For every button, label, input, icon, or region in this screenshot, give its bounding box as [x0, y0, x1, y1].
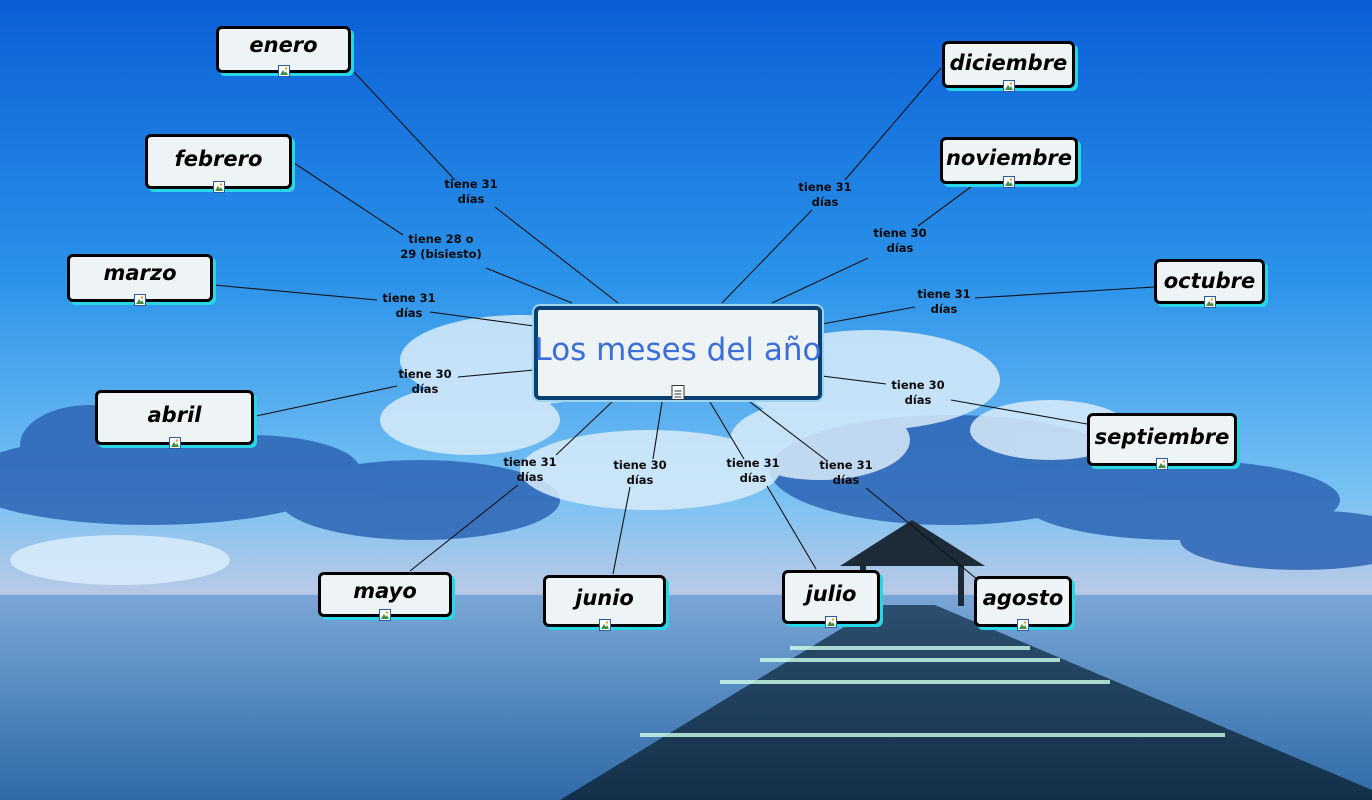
month-label: mayo — [353, 579, 417, 603]
month-node-marzo[interactable]: marzo — [67, 254, 213, 306]
connector-line — [721, 209, 813, 304]
link-label-mayo: tiene 31 días — [503, 455, 557, 484]
image-icon[interactable] — [825, 616, 837, 628]
link-label-junio: tiene 30 días — [613, 458, 667, 487]
connector-line — [652, 401, 663, 460]
image-icon[interactable] — [1203, 296, 1216, 308]
link-label-julio: tiene 31 días — [726, 456, 780, 485]
image-icon[interactable] — [134, 294, 146, 306]
connector-line — [950, 399, 1088, 425]
month-node-febrero[interactable]: febrero — [145, 134, 292, 193]
month-label: junio — [575, 586, 634, 610]
image-icon[interactable] — [1002, 80, 1015, 92]
month-node-junio[interactable]: junio — [543, 575, 666, 631]
connector-line — [353, 71, 456, 181]
connector-line — [255, 385, 398, 417]
connector-line — [821, 306, 916, 325]
connector-line — [213, 284, 378, 301]
link-label-febrero: tiene 28 o 29 (bisiesto) — [400, 232, 482, 261]
month-node-abril[interactable]: abril — [95, 390, 254, 449]
month-label: noviembre — [945, 146, 1073, 170]
month-label: septiembre — [1094, 425, 1230, 449]
month-node-diciembre[interactable]: diciembre — [942, 41, 1075, 92]
link-label-agosto: tiene 31 días — [819, 458, 873, 487]
connector-line — [409, 484, 519, 572]
document-icon[interactable] — [671, 385, 685, 400]
month-label: diciembre — [949, 51, 1068, 75]
image-icon[interactable] — [1003, 176, 1015, 188]
link-label-octubre: tiene 31 días — [917, 287, 971, 316]
connector-line — [555, 401, 613, 456]
connector-line — [771, 257, 869, 304]
link-label-septiembre: tiene 30 días — [891, 378, 945, 407]
link-label-abril: tiene 30 días — [398, 367, 452, 396]
month-node-julio[interactable]: julio — [782, 570, 880, 628]
month-node-agosto[interactable]: agosto — [974, 576, 1072, 631]
connector-line — [821, 375, 887, 385]
connector-line — [766, 485, 817, 570]
link-label-marzo: tiene 31 días — [382, 291, 436, 320]
image-icon[interactable] — [168, 437, 181, 449]
month-label: abril — [147, 403, 202, 427]
month-label: julio — [805, 582, 857, 606]
month-node-septiembre[interactable]: septiembre — [1087, 413, 1237, 470]
month-label: octubre — [1163, 269, 1256, 293]
month-node-noviembre[interactable]: noviembre — [940, 137, 1078, 188]
image-icon[interactable] — [598, 619, 611, 631]
connector-line — [429, 311, 535, 327]
month-node-mayo[interactable]: mayo — [318, 572, 452, 621]
main-topic-node[interactable]: Los meses del año — [534, 306, 822, 400]
image-icon[interactable] — [277, 65, 290, 77]
link-label-diciembre: tiene 31 días — [798, 180, 852, 209]
connector-line — [709, 401, 745, 460]
image-icon[interactable] — [1017, 619, 1029, 631]
connector-line — [844, 67, 942, 181]
month-node-enero[interactable]: enero — [216, 26, 351, 77]
connector-line — [865, 487, 979, 581]
image-icon[interactable] — [1156, 458, 1168, 470]
image-icon[interactable] — [212, 181, 225, 193]
connector-line — [749, 401, 827, 461]
month-node-octubre[interactable]: octubre — [1154, 259, 1265, 308]
image-icon[interactable] — [379, 609, 391, 621]
link-label-enero: tiene 31 días — [444, 177, 498, 206]
connector-line — [917, 185, 973, 227]
connector-line — [293, 162, 404, 236]
connector-line — [457, 369, 535, 378]
connector-line — [485, 267, 573, 304]
month-label: marzo — [103, 261, 177, 285]
link-label-noviembre: tiene 30 días — [873, 226, 927, 255]
connector-line — [974, 286, 1155, 299]
main-topic-title: Los meses del año — [534, 332, 822, 368]
connector-line — [612, 486, 631, 575]
month-label: febrero — [174, 147, 263, 171]
month-label: enero — [249, 33, 318, 57]
connector-line — [494, 206, 619, 304]
month-label: agosto — [982, 586, 1064, 610]
